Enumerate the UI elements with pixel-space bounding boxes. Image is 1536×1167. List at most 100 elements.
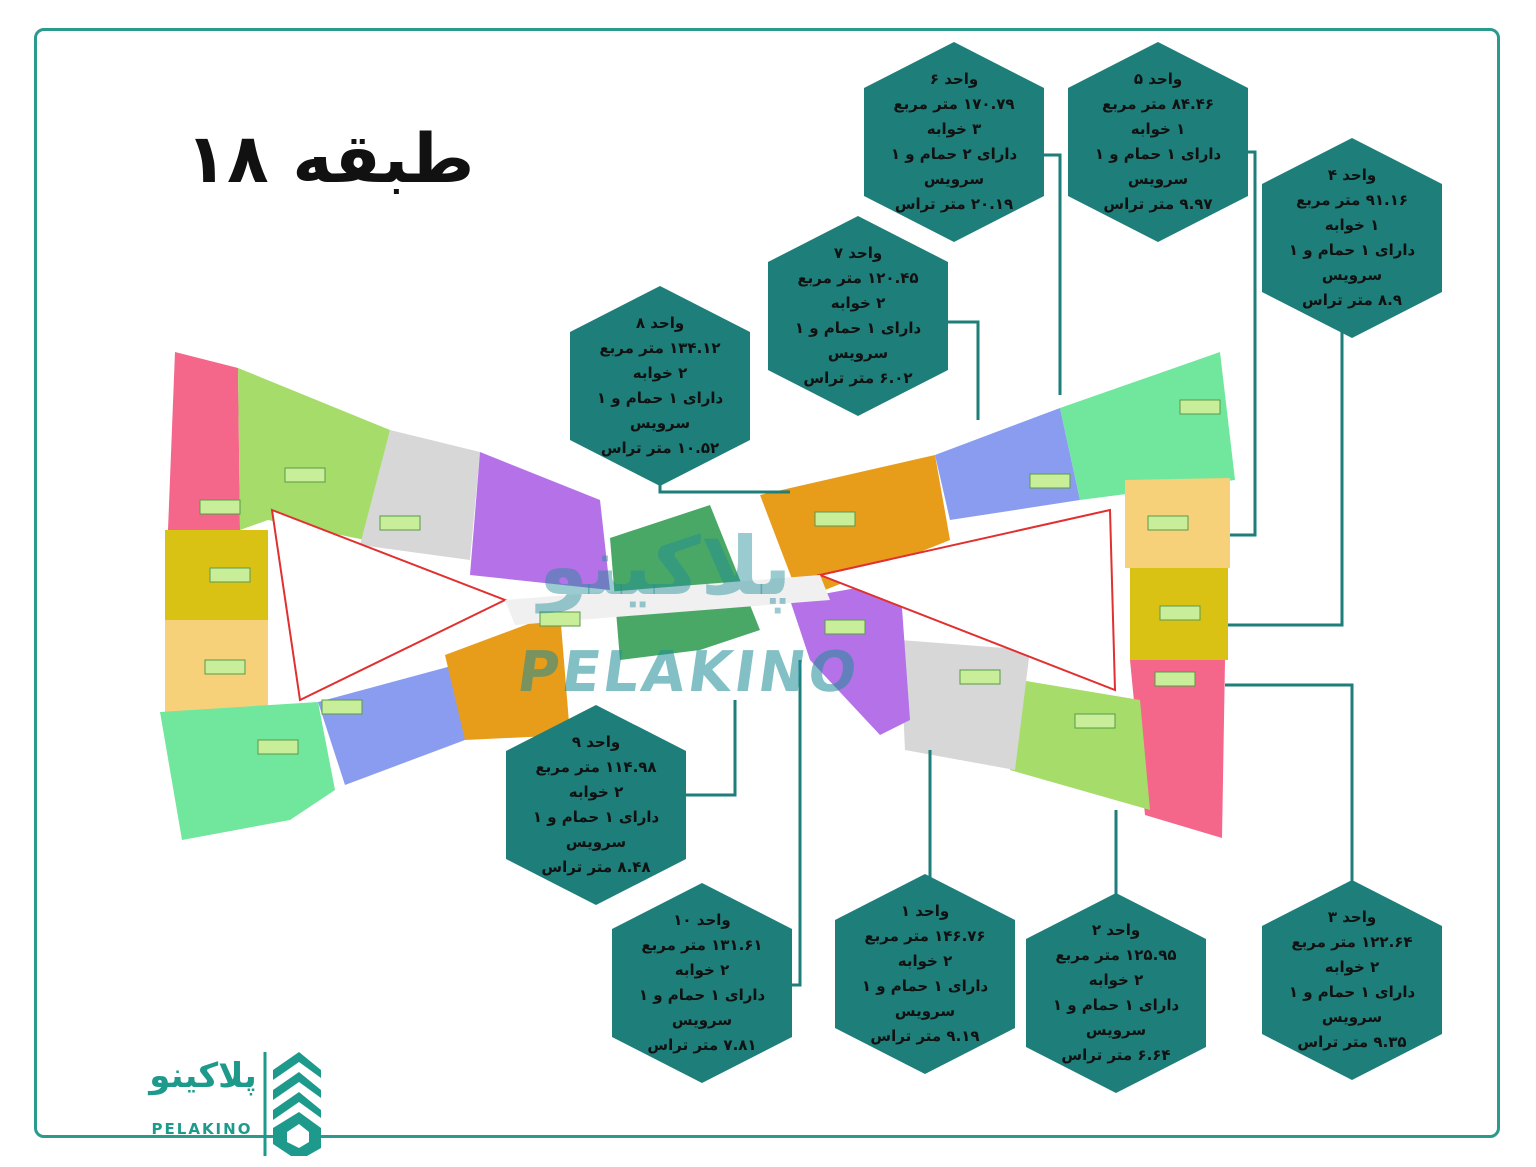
unit-line: سرویس	[565, 833, 627, 851]
unit-right-green	[1060, 352, 1235, 500]
connector-unit-6	[1040, 153, 1062, 395]
unit-line: واحد ۱	[900, 902, 950, 920]
unit-line: ۲ خوابه	[674, 961, 730, 979]
unit-8-info: واحد ۸ ۱۳۴.۱۲ متر مربع ۲ خوابه دارای ۱ ح…	[570, 286, 750, 486]
watermark-fa: پلاکینو	[538, 520, 792, 613]
unit-line: دارای ۱ حمام و ۱	[1052, 996, 1180, 1014]
unit-line: سرویس	[671, 1011, 733, 1029]
unit-4-info: واحد ۴ ۹۱.۱۶ متر مربع ۱ خوابه دارای ۱ حم…	[1262, 138, 1442, 338]
central-corridor	[505, 575, 830, 625]
unit-line: ۲۰.۱۹ متر تراس	[894, 195, 1014, 213]
unit-9-info: واحد ۹ ۱۱۴.۹۸ متر مربع ۲ خوابه دارای ۱ ح…	[506, 705, 686, 905]
unit-line: ۱۲۰.۴۵ متر مربع	[797, 269, 919, 287]
unit-line: سرویس	[1085, 1021, 1147, 1039]
unit-line: ۸.۴۸ متر تراس	[541, 858, 651, 876]
unit-center-green	[610, 505, 760, 660]
unit-line: دارای ۱ حمام و ۱	[1094, 145, 1222, 163]
unit-left-orange	[445, 612, 570, 740]
connector-unit-9	[680, 700, 737, 797]
unit-line: ۷.۸۱ متر تراس	[647, 1036, 757, 1054]
unit-line: ۳ خوابه	[926, 120, 982, 138]
unit-line: سرویس	[923, 170, 985, 188]
unit-line: ۱ خوابه	[1130, 120, 1186, 138]
floor-title: طبقه ۱۸	[185, 120, 475, 199]
unit-10-info: واحد ۱۰ ۱۳۱.۶۱ متر مربع ۲ خوابه دارای ۱ …	[612, 883, 792, 1083]
brand-name-en: PELAKINO	[151, 1120, 253, 1138]
unit-line: ۹.۳۵ متر تراس	[1297, 1033, 1407, 1051]
connector-unit-8	[658, 483, 790, 494]
unit-7-info: واحد ۷ ۱۲۰.۴۵ متر مربع ۲ خوابه دارای ۱ ح…	[768, 216, 948, 416]
page-frame	[34, 28, 1500, 1138]
unit-right-orange	[760, 455, 950, 600]
connector-unit-7	[945, 320, 980, 420]
unit-8-zone	[168, 352, 240, 530]
unit-line: دارای ۱ حمام و ۱	[794, 319, 922, 337]
brand-logo: پلاکینو PELAKINO	[135, 1048, 325, 1160]
unit-line: دارای ۱ حمام و ۱	[861, 977, 989, 995]
unit-line: ۲ خوابه	[897, 952, 953, 970]
unit-1-info: واحد ۱ ۱۴۶.۷۶ متر مربع ۲ خوابه دارای ۱ ح…	[835, 874, 1015, 1074]
unit-line: دارای ۱ حمام و ۱	[638, 986, 766, 1004]
unit-line: ۱۲۲.۶۴ متر مربع	[1291, 933, 1413, 951]
unit-9-zone	[238, 368, 390, 540]
connector-unit-4	[1228, 320, 1344, 627]
unit-line: ۶.۰۲ متر تراس	[803, 369, 913, 387]
unit-line: ۹.۹۷ متر تراس	[1103, 195, 1213, 213]
unit-line: ۲ خوابه	[632, 364, 688, 382]
unit-2-info: واحد ۲ ۱۲۵.۹۵ متر مربع ۲ خوابه دارای ۱ ح…	[1026, 893, 1206, 1093]
watermark-en: PELAKINO	[513, 640, 864, 705]
unit-line: ۸۴.۴۶ متر مربع	[1102, 95, 1215, 113]
unit-3-info: واحد ۳ ۱۲۲.۶۴ متر مربع ۲ خوابه دارای ۱ ح…	[1262, 880, 1442, 1080]
unit-line: ۲ خوابه	[568, 783, 624, 801]
unit-line: سرویس	[1127, 170, 1189, 188]
unit-line: ۱۲۵.۹۵ متر مربع	[1055, 946, 1177, 964]
unit-line: ۱۳۴.۱۲ متر مربع	[599, 339, 721, 357]
unit-left-blue	[318, 665, 465, 785]
unit-right-pink	[1130, 660, 1225, 838]
connector-unit-10	[790, 660, 802, 987]
unit-line: ۱۷۰.۷۹ متر مربع	[893, 95, 1015, 113]
unit-line: سرویس	[894, 1002, 956, 1020]
connector-unit-5	[1230, 150, 1257, 537]
unit-line: سرویس	[827, 344, 889, 362]
unit-left-green	[160, 702, 335, 840]
unit-line: ۱۳۱.۶۱ متر مربع	[641, 936, 763, 954]
unit-line: دارای ۱ حمام و ۱	[1288, 983, 1416, 1001]
unit-line: سرویس	[1321, 1008, 1383, 1026]
unit-line: واحد ۸	[635, 314, 685, 332]
unit-6-info: واحد ۶ ۱۷۰.۷۹ متر مربع ۳ خوابه دارای ۲ ح…	[864, 42, 1044, 242]
unit-right-lime	[1010, 680, 1150, 810]
unit-line: واحد ۲	[1091, 921, 1141, 939]
unit-1-zone	[470, 452, 610, 590]
unit-line: ۱۴۶.۷۶ متر مربع	[864, 927, 986, 945]
unit-line: ۱۱۴.۹۸ متر مربع	[535, 758, 657, 776]
unit-line: واحد ۱۰	[673, 911, 731, 929]
unit-line: ۸.۹ متر تراس	[1302, 291, 1403, 309]
left-court	[270, 508, 508, 702]
unit-line: واحد ۹	[571, 733, 621, 751]
unit-line: ۱۰.۵۲ متر تراس	[600, 439, 720, 457]
brand-mark-icon	[263, 1052, 321, 1156]
unit-line: ۲ خوابه	[1324, 958, 1380, 976]
unit-line: دارای ۱ حمام و ۱	[596, 389, 724, 407]
unit-line: دارای ۲ حمام و ۱	[890, 145, 1018, 163]
unit-line: ۶.۶۴ متر تراس	[1061, 1046, 1171, 1064]
unit-line: ۲ خوابه	[1088, 971, 1144, 989]
unit-line: ۲ خوابه	[830, 294, 886, 312]
unit-line: واحد ۴	[1327, 166, 1377, 184]
unit-right-purple	[790, 580, 910, 735]
unit-line: سرویس	[1321, 266, 1383, 284]
unit-line: دارای ۱ حمام و ۱	[1288, 241, 1416, 259]
unit-line: واحد ۳	[1327, 908, 1377, 926]
unit-right-blue	[935, 408, 1080, 520]
unit-5-info: واحد ۵ ۸۴.۴۶ متر مربع ۱ خوابه دارای ۱ حم…	[1068, 42, 1248, 242]
unit-line: واحد ۷	[833, 244, 883, 262]
unit-right-gray	[900, 640, 1030, 770]
connector-unit-3	[1225, 683, 1354, 885]
unit-line: واحد ۵	[1133, 70, 1183, 88]
unit-line: واحد ۶	[929, 70, 979, 88]
right-court	[816, 508, 1117, 692]
unit-line: ۱ خوابه	[1324, 216, 1380, 234]
unit-line: دارای ۱ حمام و ۱	[532, 808, 660, 826]
